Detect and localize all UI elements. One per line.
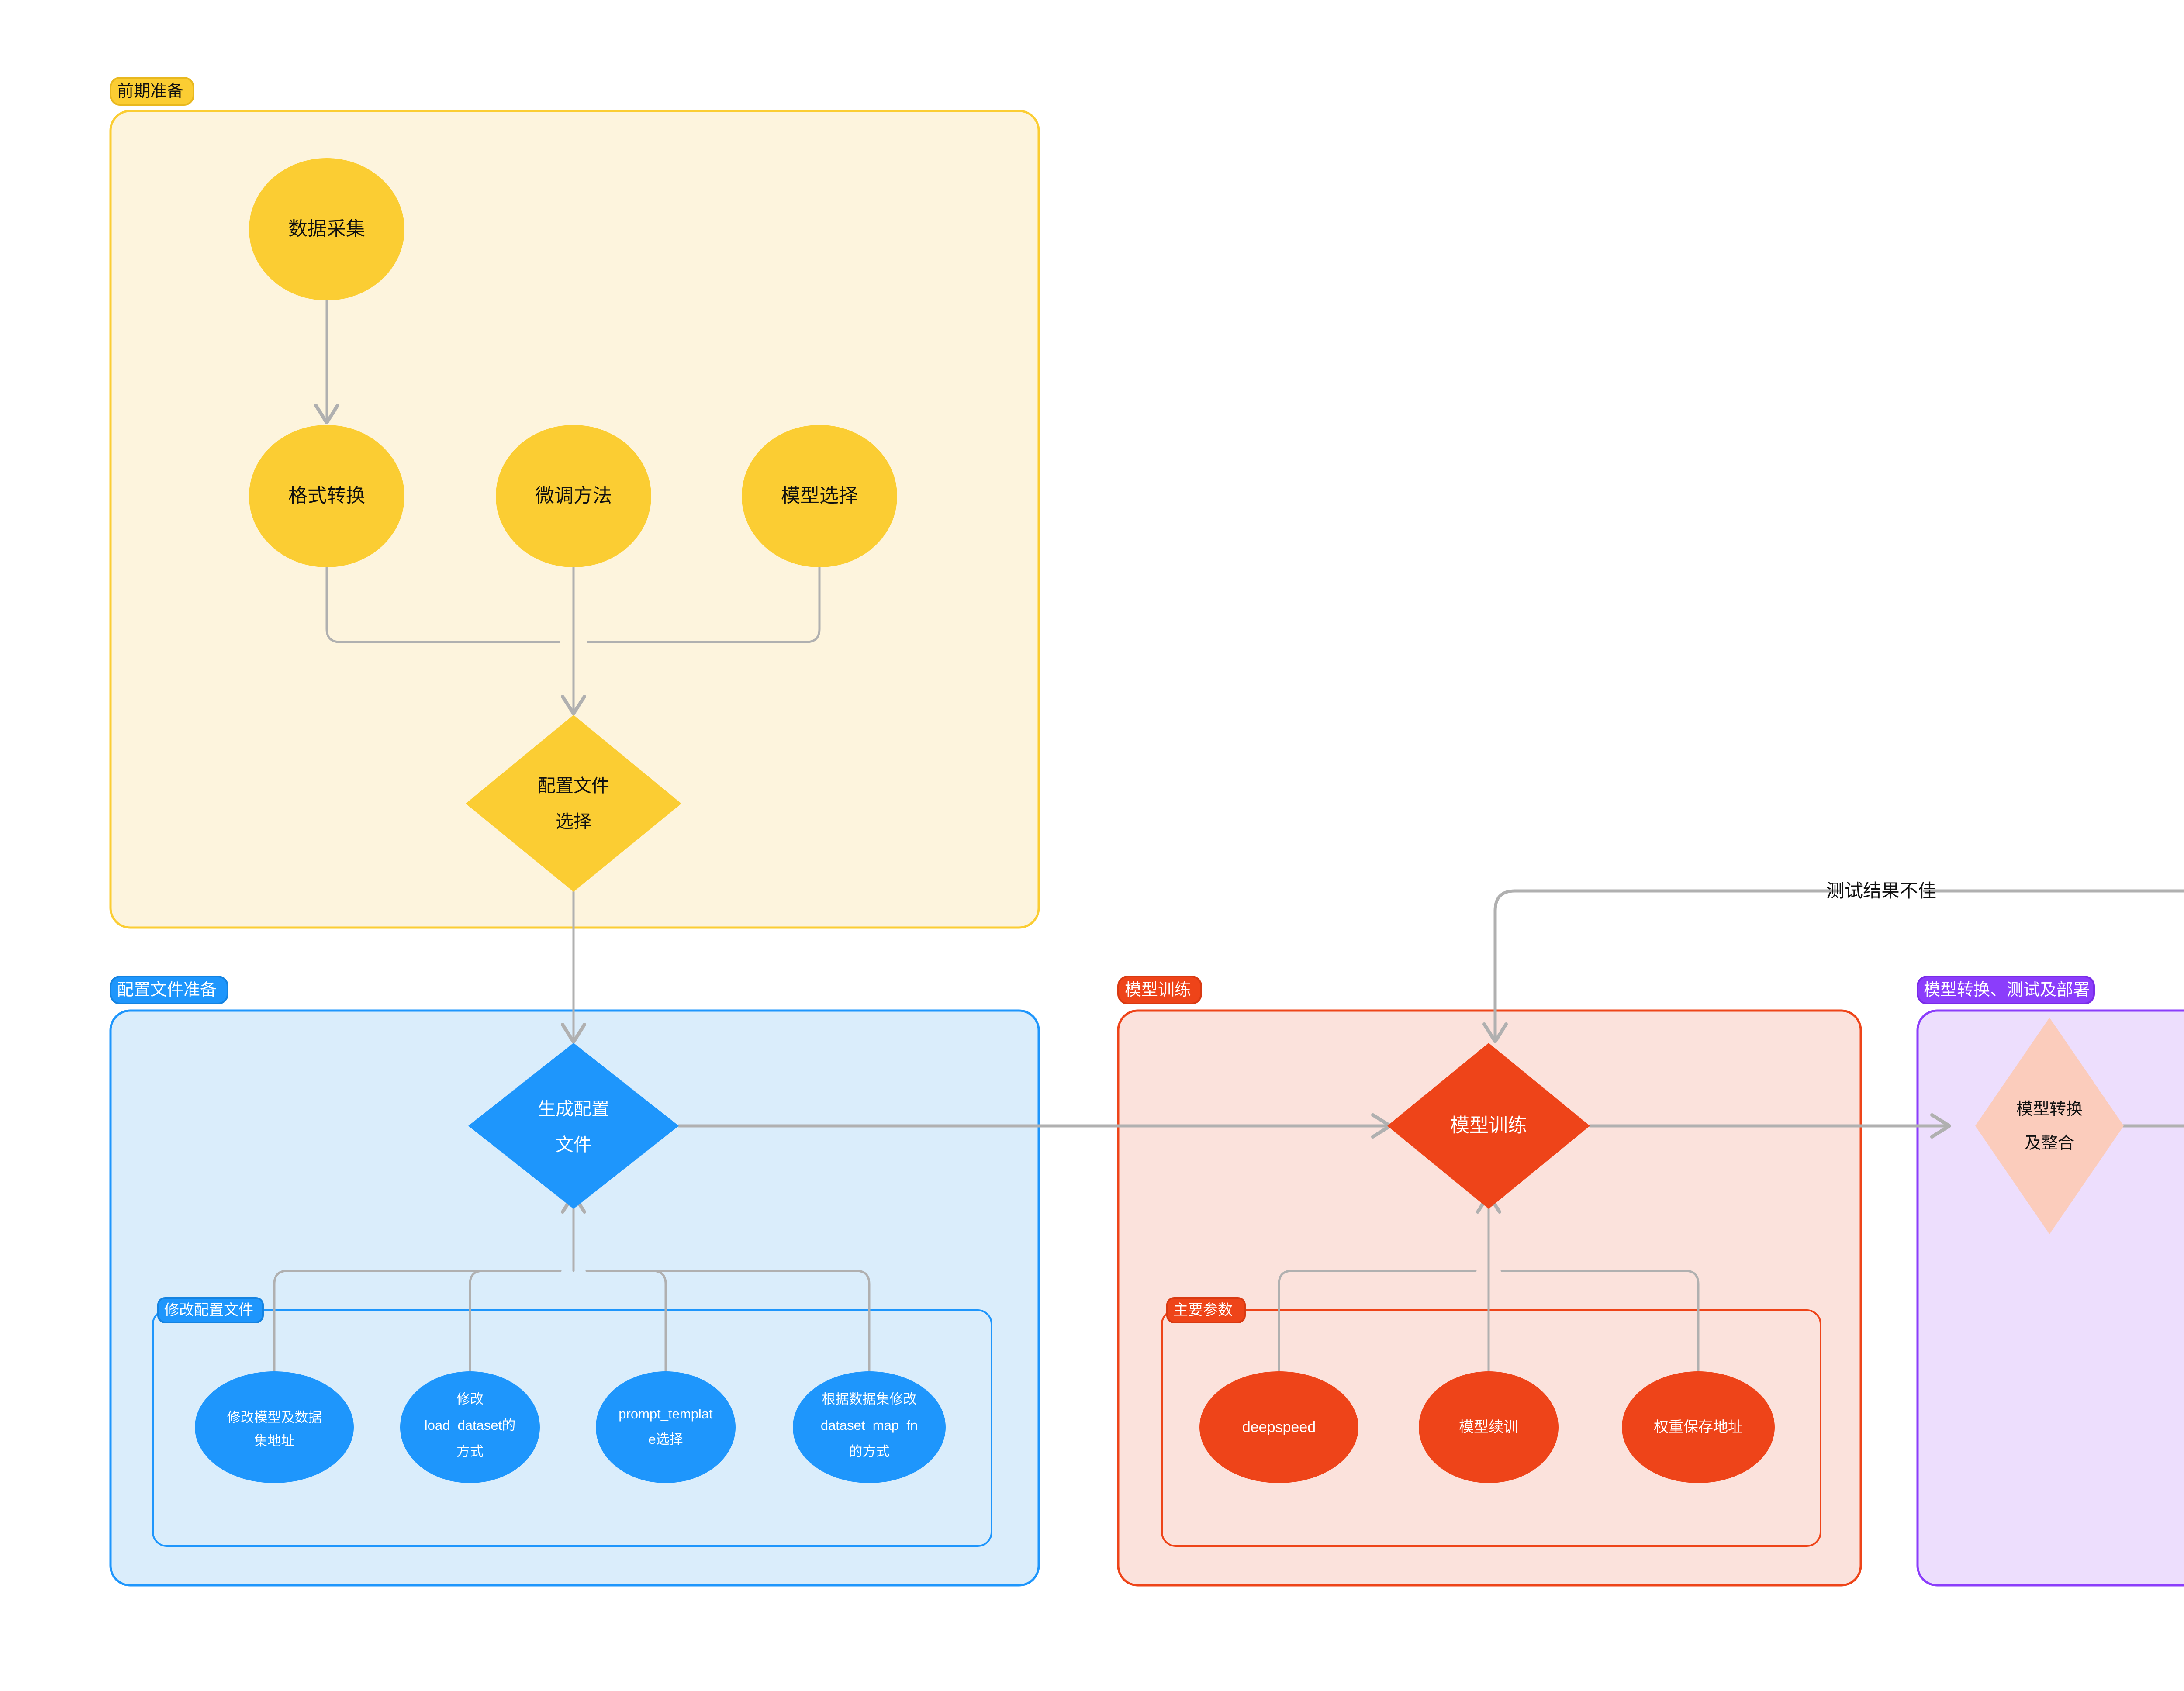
group-train-badge	[1117, 976, 1202, 1004]
node-train[interactable]: 模型训练	[1387, 1043, 1590, 1209]
node-weights-label: 权重保存地址	[1654, 1419, 1743, 1436]
node-mod-mapfn-label-line1: 根据数据集修改	[822, 1391, 917, 1407]
node-convert[interactable]: 模型转换 及整合	[1975, 1018, 2124, 1234]
group-train-label: 模型训练	[1125, 981, 1191, 999]
group-deploy-body	[1916, 1009, 2184, 1587]
node-mod-mapfn-label-line3: 的方式	[849, 1444, 890, 1459]
node-mod-load-label-line1: 修改	[456, 1391, 484, 1407]
node-data-collect[interactable]: 数据采集	[249, 158, 404, 300]
edge-arrow-feedback	[1482, 1022, 1508, 1043]
subgroup-main-params-body	[1161, 1309, 1821, 1547]
edge-format-to-cfgselect	[325, 566, 560, 643]
edge-label-feedback: 测试结果不佳	[1826, 880, 1936, 901]
edge-arrow-convert	[1930, 1113, 1951, 1139]
node-gencfg[interactable]: 生成配置 文件	[468, 1043, 679, 1209]
group-config-badge	[110, 976, 228, 1004]
node-finetune-label: 微调方法	[535, 485, 612, 507]
node-deepspeed[interactable]: deepspeed	[1199, 1371, 1358, 1483]
subgroup-modify-config-body	[152, 1309, 992, 1547]
node-modelsel[interactable]: 模型选择	[742, 425, 897, 567]
group-prep-label: 前期准备	[117, 82, 183, 100]
node-mod-load-label-line3: 方式	[456, 1444, 484, 1459]
subgroup-modify-config-label: 修改配置文件	[164, 1302, 253, 1318]
node-cfgselect[interactable]: 配置文件 选择	[466, 715, 681, 892]
node-convert-label-line2: 及整合	[2025, 1134, 2074, 1153]
edge-weights-to-train	[1500, 1270, 1700, 1373]
node-mod-load-label-line2: load_dataset的	[425, 1418, 516, 1433]
group-prep-badge	[110, 77, 194, 106]
node-mod-prompt[interactable]: prompt_templat e选择	[596, 1371, 736, 1483]
group-deploy-badge	[1917, 976, 2095, 1004]
node-mod-load[interactable]: 修改 load_dataset的 方式	[400, 1371, 540, 1483]
edge-feedback-loop-left	[1493, 889, 1840, 1041]
node-data-collect-label: 数据采集	[288, 218, 365, 240]
node-mod-addr-label-line2: 集地址	[254, 1433, 295, 1449]
node-gencfg-label-line2: 文件	[556, 1135, 591, 1155]
node-mod-prompt-label-line1: prompt_templat	[619, 1406, 713, 1422]
group-config-label: 配置文件准备	[117, 981, 217, 999]
subgroup-main-params-badge	[1166, 1297, 1246, 1323]
edge-layer: 测试结果不佳	[273, 299, 2184, 1373]
node-resume[interactable]: 模型续训	[1419, 1371, 1559, 1483]
node-train-label: 模型训练	[1450, 1115, 1527, 1136]
edge-modmapfn-to-gencfg	[585, 1270, 871, 1373]
edge-arrow-format	[314, 404, 339, 424]
edge-modelsel-to-cfgselect	[587, 566, 821, 643]
node-resume-label: 模型续训	[1459, 1419, 1518, 1436]
edge-arrow-gencfg	[561, 1023, 586, 1044]
node-format-label: 格式转换	[288, 485, 365, 507]
node-gencfg-label-line1: 生成配置	[538, 1099, 609, 1119]
edge-modaddr-to-gencfg	[273, 1270, 562, 1373]
node-mod-prompt-label-line2: e选择	[648, 1432, 683, 1447]
node-finetune[interactable]: 微调方法	[496, 425, 651, 567]
node-mod-mapfn[interactable]: 根据数据集修改 dataset_map_fn 的方式	[793, 1371, 946, 1483]
edge-deepspeed-to-train	[1278, 1270, 1477, 1373]
node-convert-label-line1: 模型转换	[2016, 1100, 2083, 1118]
group-deploy-label: 模型转换、测试及部署	[1924, 981, 2090, 999]
node-mod-addr-label-line1: 修改模型及数据	[227, 1410, 322, 1425]
subgroup-main-params-label: 主要参数	[1173, 1302, 1233, 1318]
node-deepspeed-label: deepspeed	[1242, 1419, 1316, 1436]
node-mod-mapfn-label-line2: dataset_map_fn	[821, 1418, 918, 1433]
node-format[interactable]: 格式转换	[249, 425, 404, 567]
edge-modload-to-gencfg	[469, 1270, 562, 1373]
node-weights[interactable]: 权重保存地址	[1622, 1371, 1775, 1483]
node-cfgselect-label-line2: 选择	[556, 811, 591, 832]
node-mod-addr[interactable]: 修改模型及数据 集地址	[195, 1371, 354, 1483]
group-deploy: 模型转换、测试及部署	[1916, 976, 2184, 1587]
edge-arrow-cfgselect	[561, 695, 586, 715]
node-modelsel-label: 模型选择	[781, 485, 858, 507]
node-cfgselect-label-line1: 配置文件	[538, 776, 609, 796]
subgroup-modify-config-badge	[157, 1297, 264, 1323]
